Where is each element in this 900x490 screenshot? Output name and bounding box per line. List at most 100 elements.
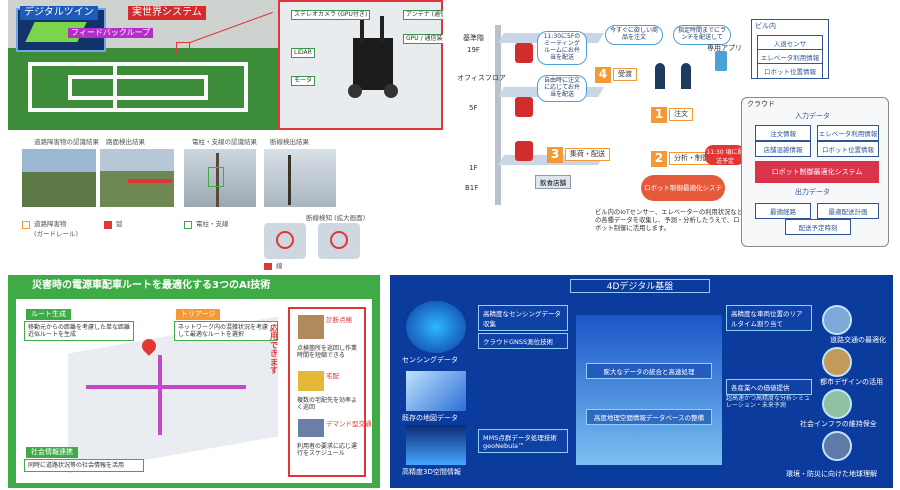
robot-highlight — [176, 42, 190, 54]
robot-callout: LiDAR — [291, 48, 315, 58]
truck-icon — [298, 371, 324, 391]
input-item: 注文情報 — [755, 125, 811, 141]
pole-photo — [184, 149, 256, 207]
infrastructure-icon — [822, 389, 852, 419]
road-detection-photo — [100, 149, 174, 207]
person-icon — [655, 63, 665, 89]
antenna-icon — [380, 16, 384, 42]
shop-box: 飲食店舗 — [535, 175, 571, 189]
cloud-title: クラウド — [747, 100, 775, 108]
input-item: 店舗混雑情報 — [755, 141, 811, 157]
app-title: 宅配 — [326, 372, 339, 380]
panel-title: 4Dデジタル基盤 — [570, 279, 710, 293]
robot-bubble: 自由時に注文に応じてお弁当を配送 — [537, 75, 587, 102]
panel-title: 災害時の電源車配車ルートを最適化する3つのAI技術 — [32, 280, 271, 291]
feedback-label: フィードバックループ — [68, 28, 154, 38]
building-column — [495, 25, 501, 205]
track-outer — [28, 62, 248, 112]
legend-swatch — [104, 221, 112, 229]
time-bubble: 11:30 頃に配送予定 — [705, 145, 745, 165]
road-obstacle-photo — [22, 149, 96, 207]
provide-box: 各産業への価値提供 — [726, 379, 812, 395]
inset-caption: 断線検知 (拡大画面) — [306, 214, 366, 222]
ai-route-panel: 災害時の電源車配車ルートを最適化する3つのAI技術 ルート生成 移動元からの距離… — [8, 275, 380, 488]
robot-bubble: 11:30に5Fのミーティングルームにお弁当を配送 — [537, 31, 587, 65]
right-label: 社会インフラの維持保全 — [800, 420, 877, 428]
track-inner — [68, 75, 208, 100]
real-system-label: 実世界システム — [128, 6, 206, 20]
gnss-box: クラウドGNSS測位技術 — [478, 333, 568, 349]
route-line — [158, 355, 162, 435]
app-text: 点検箇所を巡回し作業時間を短縮できる — [294, 343, 360, 362]
app-label: 専用アプリ — [707, 44, 742, 52]
earth-icon — [822, 431, 852, 461]
wheel-icon — [348, 84, 362, 98]
detected-guardrail-marker — [128, 179, 172, 183]
robot-callout: アンテナ (通信用) — [403, 10, 443, 20]
route-tag: ルート生成 — [26, 309, 71, 320]
step-badge: 4 — [595, 67, 611, 83]
twin-label: デジタルツイン — [20, 6, 98, 20]
output-item: 最適配送計画 — [817, 203, 879, 219]
robot-icon — [515, 97, 533, 117]
right-label: 道路交通の最適化 — [830, 336, 886, 344]
floor-label: B1F — [465, 184, 479, 192]
app-title: デマンド型交通 — [326, 420, 372, 428]
antenna-icon — [360, 20, 364, 42]
legend-swatch — [22, 221, 30, 229]
pole-box — [208, 167, 224, 187]
core-system: ロボット制御最適化システム — [755, 161, 879, 183]
wheel-icon — [384, 84, 398, 98]
map-data-icon — [406, 371, 466, 411]
legend-label: 道路障害物 — [34, 220, 67, 228]
legend-label: 線 — [276, 262, 283, 270]
realtime-box: 高精度な車両位置のリアルタイム割り当て — [726, 305, 812, 331]
social-text: 同時に道路状況等の社会情報を活用 — [24, 459, 144, 473]
floor-label: オフィスフロア — [457, 74, 506, 82]
building-box-title: ビル内 — [755, 22, 776, 30]
city-icon — [822, 347, 852, 377]
track-divider — [113, 62, 117, 112]
app-text: 利用者の要求に応じ運行をスケジュール — [294, 441, 360, 460]
break-marker — [330, 231, 348, 249]
radar-icon — [406, 301, 466, 353]
legend-swatch — [264, 263, 272, 270]
floor-label: 基準階 — [463, 34, 484, 42]
left-label: センシングデータ — [402, 356, 458, 364]
output-item: 配送予定時刻 — [785, 219, 851, 235]
route-line — [86, 385, 246, 389]
triage-text: ネットワーク内の混雑状況を考慮して最適なルートを選択 — [174, 321, 278, 342]
digital-twin-panel: デジタルツイン 実世界システム フィードバックループ ステレオカメラ (GPU付… — [8, 0, 443, 130]
center-top-box: 膨大なデータの統合と高速処理 — [586, 363, 712, 379]
provide-sub: 超高速かつ高精度な分析シミュレーション・未来予測 — [726, 395, 811, 410]
break-marker — [276, 231, 294, 249]
app-text: 複数の宅配先を効率よく巡回 — [294, 395, 360, 414]
output-item: 最適経路 — [755, 203, 811, 219]
legend-label: (ガードレール) — [34, 230, 79, 238]
vertical-label: 応用できます — [270, 324, 278, 375]
bus-icon — [298, 419, 324, 437]
traffic-icon — [822, 305, 852, 335]
green-course — [8, 48, 278, 130]
legend-label: 弧 — [116, 220, 123, 228]
pole-icon — [288, 155, 291, 205]
delivery-flow-panel: 基準階 19F オフィスフロア 5F 1F B1F 11:30に5Fのミーティン… — [455, 5, 893, 250]
step-label: 集荷・配送 — [565, 148, 610, 161]
caption: 路面検出結果 — [106, 138, 145, 146]
step-badge: 3 — [547, 147, 563, 163]
building-item: ロボット位置情報 — [757, 63, 823, 79]
legend-label: 電柱・支線 — [196, 220, 229, 228]
floor-label: 5F — [469, 104, 478, 112]
app-title: 診断点検 — [326, 316, 352, 324]
left-label: 既存の地図データ — [402, 414, 458, 422]
right-label: 都市デザインの活用 — [820, 378, 883, 386]
person-bubble: 今すぐに欲しい商品を注文 — [605, 25, 663, 45]
legend-swatch — [184, 221, 192, 229]
input-item: ロボット位置情報 — [817, 141, 879, 157]
triage-tag: トリアージ — [176, 309, 221, 320]
city-visual — [576, 315, 722, 465]
caption: 電柱・支線の認識結果 — [192, 138, 257, 146]
input-item: エレベータ利用情報 — [817, 125, 879, 141]
caption: 道路障害物の認識結果 — [34, 138, 99, 146]
input-title: 入力データ — [795, 112, 830, 120]
